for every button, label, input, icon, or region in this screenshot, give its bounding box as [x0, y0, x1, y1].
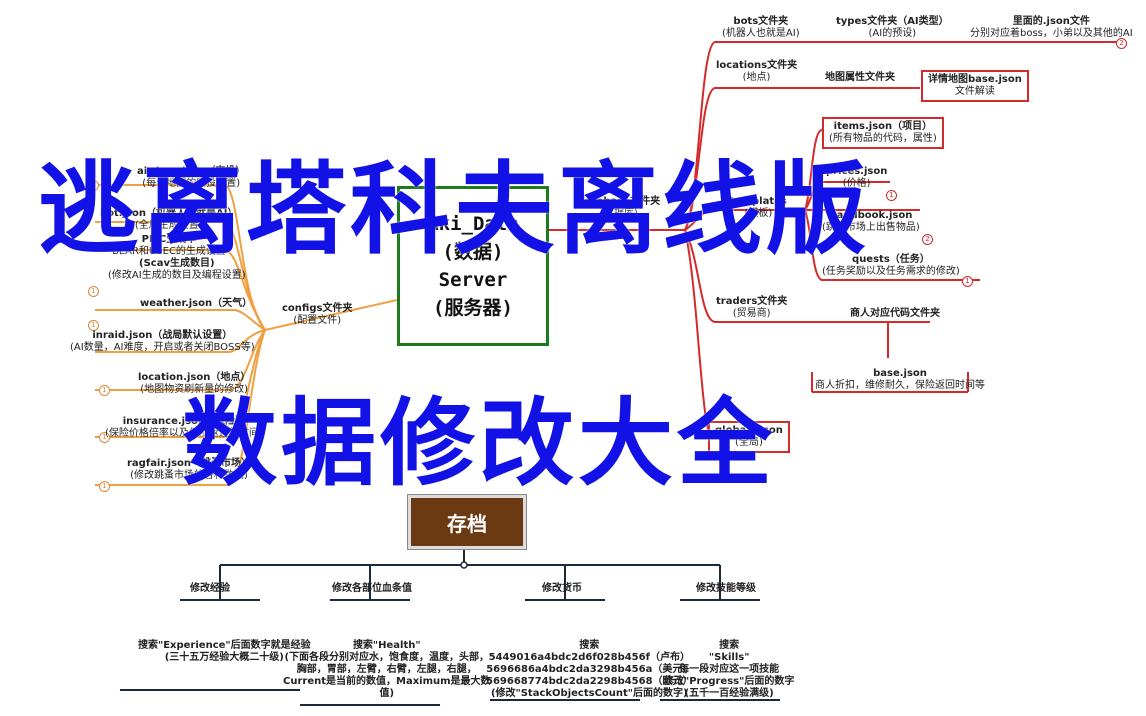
center-line-4: (服务器) — [433, 297, 513, 319]
types-detail-node[interactable]: 里面的.json文件 分别对应着boss，小弟以及其他的AI — [970, 16, 1133, 39]
node-title: database文件夹 — [578, 196, 661, 207]
bottom-head-experience[interactable]: 修改经验 — [190, 583, 230, 594]
left-item-scav[interactable]: (Scav生成数目) (修改AI生成的数目及编程设置) — [108, 258, 246, 281]
quests-node[interactable]: quests（任务） (任务奖励以及任务需求的修改) — [822, 254, 960, 277]
bottom-body-currency: 搜索 5449016a4bdc2d6f028b456f（卢布） 5696686a… — [486, 640, 693, 699]
left-item-location[interactable]: location.json（地点） (地图物资刷新量的修改) — [138, 372, 251, 395]
traders-node[interactable]: traders文件夹 (贸易商) — [716, 296, 788, 319]
locations-node[interactable]: locations文件夹 (地点) — [716, 60, 798, 83]
collapse-toggle-icon[interactable]: 1 — [99, 432, 110, 443]
collapse-toggle-icon[interactable]: 1 — [962, 276, 973, 287]
locations-attr-node[interactable]: 地图属性文件夹 — [825, 72, 895, 83]
prices-node[interactable]: prices.json (价格) — [826, 166, 888, 189]
left-item-ragfair[interactable]: ragfair.json（跳蚤市场） (修改跳蚤市场的各种数据) — [127, 458, 252, 481]
center-line-1: Aki_Data — [427, 213, 519, 235]
collapse-toggle-icon[interactable]: 1 — [99, 481, 110, 492]
node-subtitle: (数据库) — [600, 208, 638, 219]
items-node[interactable]: items.json（项目） (所有物品的代码，属性) — [822, 117, 944, 149]
config-branches — [95, 184, 398, 486]
save-node[interactable]: 存档 — [408, 495, 526, 549]
save-branches — [120, 545, 780, 706]
overlay-title-line-1: 逃离塔科夫离线版 — [38, 151, 870, 268]
globals-node[interactable]: globals.json (全局) — [708, 421, 790, 453]
save-label: 存档 — [447, 511, 487, 536]
left-item-airdrop[interactable]: airdrop.json（空投） (每个地图的空投设置) — [137, 166, 246, 189]
collapse-toggle-icon[interactable]: 1 — [886, 190, 897, 201]
collapse-toggle-icon[interactable]: 2 — [1116, 38, 1127, 49]
center-line-2: (数据) — [442, 241, 504, 263]
base-json-node[interactable]: base.json 商人折扣，维修耐久，保险返回时间等 — [815, 368, 985, 391]
configs-node[interactable]: configs文件夹 (配置文件) — [282, 303, 352, 327]
node-title: configs文件夹 — [282, 303, 353, 314]
bottom-body-skills: 搜索 "Skills" 每一段对应这一项技能 修改"Progress"后面的数字… — [664, 640, 795, 699]
left-item-pmc[interactable]: PMC生成率 BEAR和USEC的生成设置 — [112, 234, 226, 257]
base-detail-node[interactable]: 详情地图base.json 文件解读 — [921, 70, 1029, 102]
traders-code-node[interactable]: 商人对应代码文件夹 — [850, 308, 940, 319]
templates-node[interactable]: templates (模板) — [730, 196, 787, 219]
bottom-head-skills[interactable]: 修改技能等级 — [696, 583, 756, 594]
bottom-body-health: 搜索"Health" (下面各段分别对应水，饱食度，温度，头部， 胸部，胃部，左… — [283, 640, 491, 699]
database-node[interactable]: database文件夹 (数据库) — [578, 196, 660, 220]
bottom-head-health[interactable]: 修改各部位血条值 — [332, 583, 412, 594]
left-item-bot[interactable]: bot.json（机器人也就是AI） (全局生成设置) — [100, 208, 238, 231]
node-subtitle: (配置文件) — [293, 315, 342, 326]
collapse-toggle-icon[interactable]: 1 — [99, 385, 110, 396]
collapse-toggle-icon[interactable]: 1 — [88, 320, 99, 331]
left-item-weather[interactable]: weather.json（天气） — [140, 298, 253, 309]
left-item-inraid[interactable]: inraid.json（战局默认设置） (AI数量，AI难度，开启或者关闭BOS… — [70, 330, 255, 353]
center-node[interactable]: Aki_Data (数据) Server (服务器) — [397, 186, 549, 346]
left-item-insurance[interactable]: insurance.json（保险） (保险价格倍率以及保险返还的时间) — [105, 416, 263, 439]
collapse-toggle-icon[interactable]: 1 — [88, 180, 99, 191]
collapse-toggle-icon[interactable]: 2 — [922, 234, 933, 245]
bots-node[interactable]: bots文件夹 (机器人也就是AI) — [722, 16, 800, 39]
types-node[interactable]: types文件夹（AI类型） (AI的预设) — [836, 16, 949, 39]
handbook-node[interactable]: handbook.json (跳蚤市场上出售物品) — [822, 210, 920, 233]
database-branches — [543, 41, 1120, 446]
collapse-toggle-icon[interactable]: 1 — [88, 286, 99, 297]
bottom-body-experience: 搜索"Experience"后面数字就是经验 (三十五万经验大概二十级) — [138, 640, 311, 663]
bottom-head-currency[interactable]: 修改货币 — [542, 583, 582, 594]
center-line-3: Server — [438, 269, 508, 291]
overlay-title-line-2: 数据修改大全 — [182, 389, 777, 499]
